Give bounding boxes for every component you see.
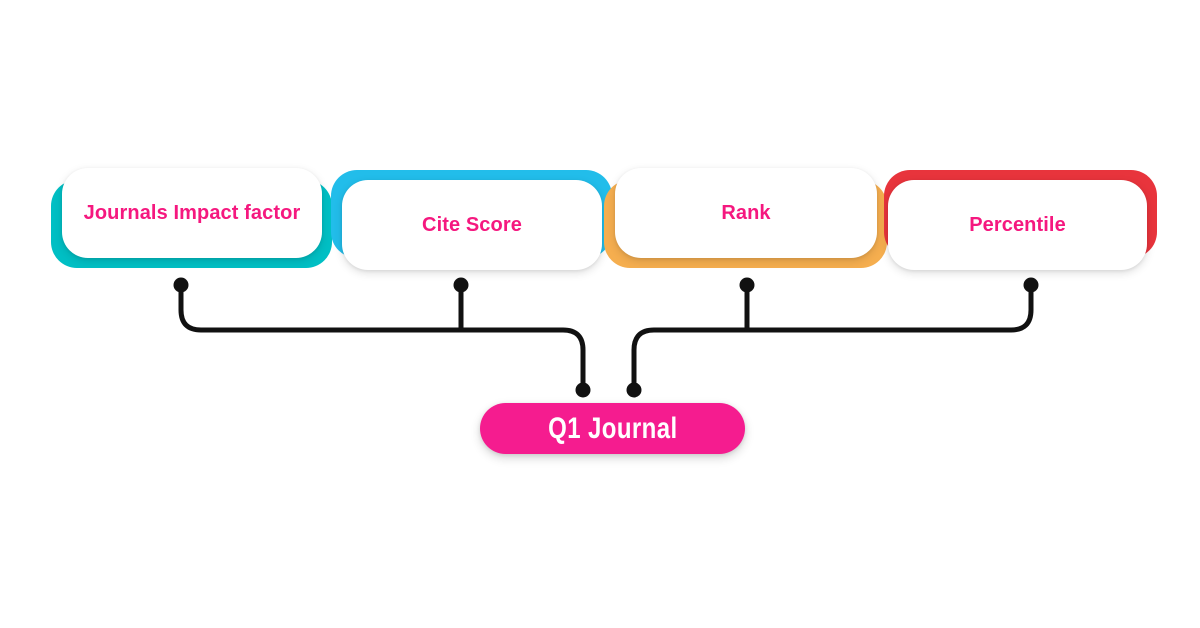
connector-path-journals-impact-factor bbox=[178, 282, 586, 387]
card-face[interactable]: Journals Impact factor bbox=[62, 168, 322, 258]
card-label-cite-score: Cite Score bbox=[422, 214, 522, 236]
hub-node-label: Q1 Journal bbox=[547, 411, 678, 445]
card-face[interactable]: Rank bbox=[615, 168, 877, 258]
card-face[interactable]: Percentile bbox=[888, 180, 1147, 270]
hub-node-q1-journal[interactable]: Q1 Journal bbox=[480, 403, 745, 454]
card-face[interactable]: Cite Score bbox=[342, 180, 602, 270]
connector-dot-hub-left bbox=[575, 382, 591, 398]
connector-dot-rank bbox=[739, 277, 755, 293]
connector-dot-cite-score bbox=[453, 277, 469, 293]
card-label-rank: Rank bbox=[721, 202, 771, 224]
card-label-percentile: Percentile bbox=[969, 214, 1066, 236]
connector-dot-percentile bbox=[1023, 277, 1039, 293]
connector-path-percentile bbox=[631, 282, 1034, 387]
connector-dot-journals-impact-factor bbox=[173, 277, 189, 293]
card-label-journals-impact-factor: Journals Impact factor bbox=[83, 202, 301, 224]
connector-dot-hub-right bbox=[626, 382, 642, 398]
